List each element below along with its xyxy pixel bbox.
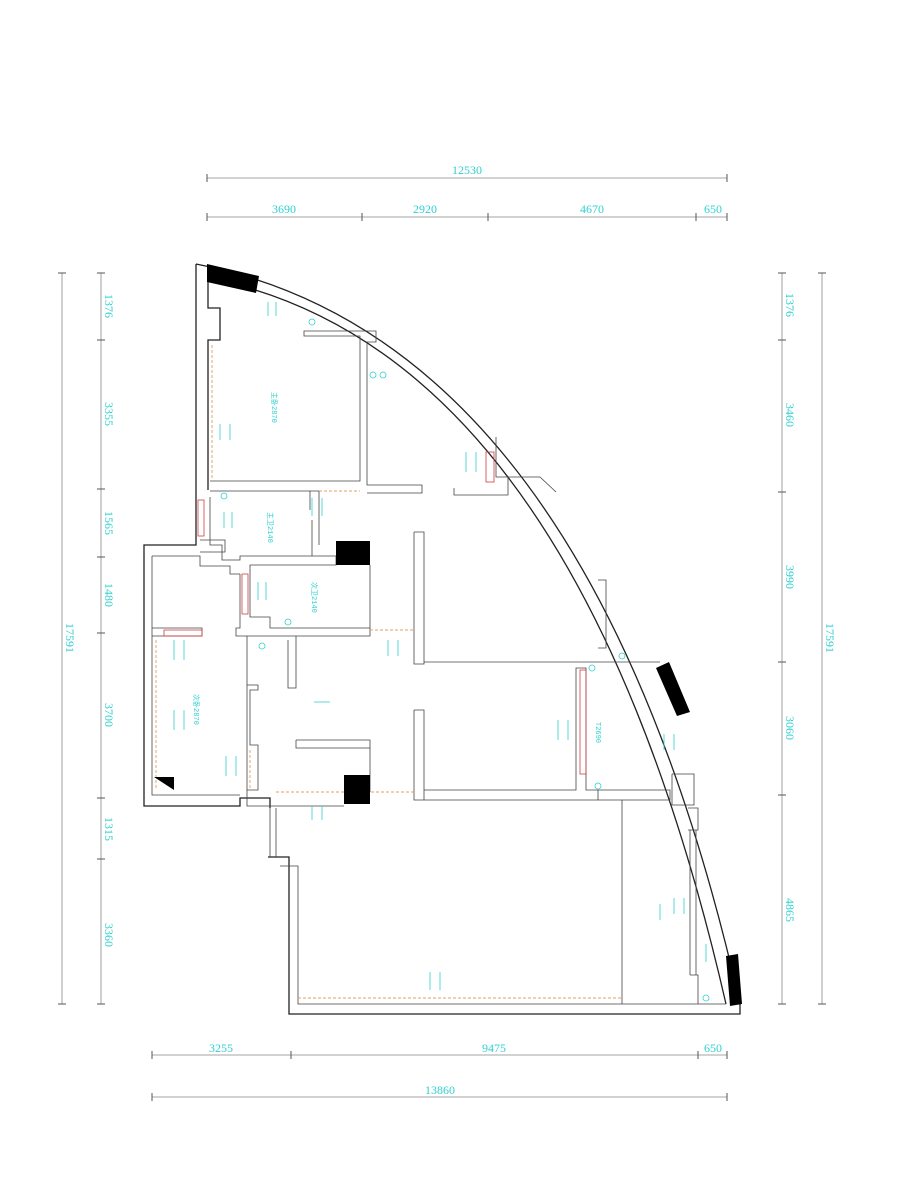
room-labels: 主卧2870 主卫2140 次卫2140 次卧2870 T2690 xyxy=(191,392,601,743)
bottom-wall-inner xyxy=(280,865,726,1005)
label-kitchen-mark: T2690 xyxy=(593,722,601,743)
annotation-marks xyxy=(173,302,707,990)
left-bedroom-closet xyxy=(152,627,203,637)
bottom-segment-1: 3255 xyxy=(209,1041,233,1055)
label-bathroom-1: 主卫2140 xyxy=(265,512,275,543)
bottom-total-dimension: 13860 xyxy=(425,1083,455,1097)
right-segment-4: 3060 xyxy=(783,716,797,740)
left-segment-5: 3700 xyxy=(102,703,116,727)
left-segment-2: 3355 xyxy=(102,402,116,426)
column-east-lower xyxy=(726,954,742,1006)
bathroom-1-walls xyxy=(209,497,336,561)
column-center-lower xyxy=(344,775,370,804)
left-segment-1: 1376 xyxy=(102,294,116,318)
left-upper-wall-inner xyxy=(207,278,221,490)
living-west-wall xyxy=(413,531,425,665)
left-upper-wall xyxy=(143,264,271,808)
right-dimensions: 1376 3460 3990 3060 4865 17591 xyxy=(778,272,837,1005)
bottom-wall xyxy=(268,856,741,1015)
curved-facade-inner xyxy=(207,277,727,1005)
label-left-bedroom: 次卧2870 xyxy=(191,694,201,725)
top-segment-4: 650 xyxy=(704,202,722,216)
left-bedroom-top xyxy=(152,555,240,575)
outer-walls xyxy=(143,263,741,1015)
curved-facade-outer xyxy=(195,263,741,1005)
hidden-lines xyxy=(155,345,622,999)
kitchen-counter xyxy=(295,739,371,749)
second-bedroom-south xyxy=(424,667,599,801)
right-segment-3: 3990 xyxy=(783,565,797,589)
top-segment-2: 2920 xyxy=(413,202,437,216)
left-segment-3: 1565 xyxy=(102,511,116,535)
master-bedroom-wall xyxy=(210,330,423,494)
right-segment-2: 3460 xyxy=(783,403,797,427)
kitchen-inner xyxy=(287,636,297,689)
column-left-corner xyxy=(154,777,174,790)
top-total-dimension: 12530 xyxy=(452,163,482,177)
left-room-inner xyxy=(151,556,240,796)
east-wing-box xyxy=(671,773,695,806)
bathroom-1-door-frame xyxy=(200,539,226,553)
second-bedroom-walls xyxy=(413,709,425,801)
left-segment-4: 1480 xyxy=(102,583,116,607)
upper-right-corridor xyxy=(453,437,509,496)
left-segment-6: 1315 xyxy=(102,817,116,841)
east-bedroom-south xyxy=(598,789,671,801)
columns xyxy=(154,264,742,1006)
bottom-dimensions: 3255 9475 650 13860 xyxy=(151,1041,728,1101)
top-segment-3: 4670 xyxy=(580,202,604,216)
top-segment-1: 3690 xyxy=(272,202,296,216)
column-east-upper xyxy=(656,662,690,716)
label-bathroom-2: 次卫2140 xyxy=(309,582,319,613)
right-segment-5: 4865 xyxy=(783,898,797,922)
left-dimensions: 17591 1376 3355 1565 1480 3700 1315 3360 xyxy=(58,272,116,1005)
fixtures xyxy=(220,318,710,1002)
bottom-segment-2: 9475 xyxy=(482,1041,506,1055)
right-segment-1: 1376 xyxy=(783,293,797,317)
east-wing-wall xyxy=(598,579,607,649)
column-center-upper xyxy=(336,541,370,565)
east-stair xyxy=(688,807,699,831)
bottom-segment-3: 650 xyxy=(704,1041,722,1055)
master-bedroom-lower xyxy=(210,490,320,545)
windows xyxy=(163,451,587,775)
left-total-dimension: 17591 xyxy=(63,623,77,653)
bathroom-2-walls xyxy=(235,556,371,637)
top-dimensions: 12530 3690 2920 4670 650 xyxy=(206,163,728,221)
left-segment-7: 3360 xyxy=(102,923,116,947)
balcony-door xyxy=(508,476,557,493)
kitchen-walls xyxy=(246,636,259,791)
label-master-bedroom: 主卧2870 xyxy=(269,392,279,423)
column-top-left xyxy=(207,264,259,293)
interior-walls xyxy=(152,330,699,1004)
south-east-corner xyxy=(690,974,699,1004)
right-total-dimension: 17591 xyxy=(823,623,837,653)
